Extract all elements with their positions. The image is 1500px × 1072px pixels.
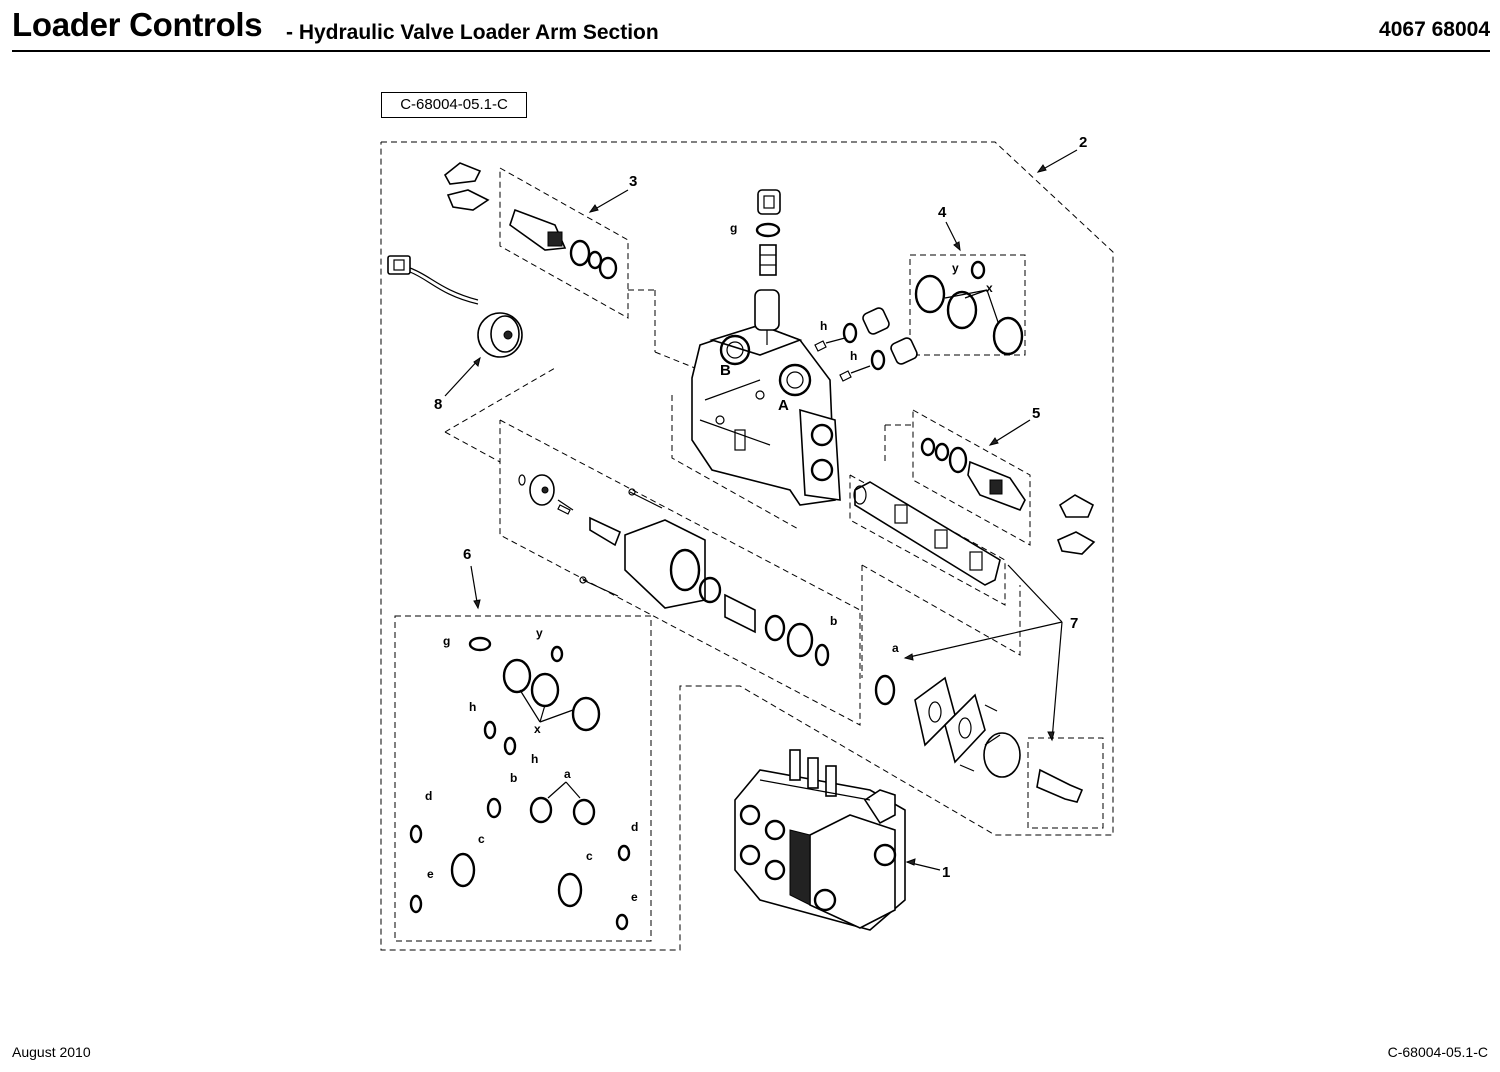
valve-assembly-1 [734,749,906,931]
callout-6: 6 [463,546,471,563]
callout-1: 1 [942,864,950,881]
seal-letter-b-spool: b [830,614,837,628]
callout-8: 8 [434,396,442,413]
kit6-letter-h-2: h [531,752,538,766]
retaining-clip-right [1056,494,1096,555]
kit6-letter-d-1: d [425,789,432,803]
relief-cartridge-3 [509,208,618,280]
callout-2: 2 [1079,134,1087,151]
page-header: Loader Controls - Hydraulic Valve Loader… [12,6,1490,50]
relief-cartridge-5 [920,437,1026,512]
kit6-letter-e-2: e [631,890,638,904]
page-code: 4067 68004 [1379,18,1490,41]
group-5-box [912,409,1031,546]
header-rule [12,50,1490,52]
kit6-letter-x: x [534,722,541,736]
port-label-a: A [778,397,789,414]
kit6-letter-g: g [443,634,450,648]
retaining-clip-top [443,162,490,211]
seal-letter-a-spool: a [892,641,899,655]
kit6-letter-b: b [510,771,517,785]
callout-4: 4 [938,204,947,221]
side-plug-upper [814,307,890,352]
diagram-reference-box: C-68004-05.1-C [381,92,527,118]
kit6-letter-a: a [564,767,571,781]
assembly-boundary [380,141,1114,951]
seal-set-4 [914,260,1024,356]
footer-reference: C-68004-05.1-C [1387,1044,1488,1060]
valve-body-section [691,324,841,506]
group-7b-box [1027,737,1104,829]
page-subtitle: - Hydraulic Valve Loader Arm Section [286,21,659,44]
kit6-letter-c-2: c [586,849,593,863]
end-cap-parts [874,674,1084,803]
footer-date: August 2010 [12,1044,91,1060]
kit6-letter-y: y [536,626,543,640]
kit6-letter-d-2: d [631,820,638,834]
kit6-letter-h-1: h [469,700,476,714]
side-plug-lower [839,337,918,382]
group-7-box [849,474,1006,606]
group-6-box [394,615,652,942]
group-4-box [909,254,1026,356]
page-title: Loader Controls [12,6,263,43]
seal-letter-h-upper: h [820,319,827,333]
callout-5: 5 [1032,405,1040,422]
port-label-b: B [720,362,731,379]
callout-leaders [444,149,1078,871]
kit6-letter-e-1: e [427,867,434,881]
callout-3: 3 [629,173,637,190]
seal-kit-6 [409,636,631,931]
callout-7: 7 [1070,615,1078,632]
seal-letter-x-4: x [986,281,993,295]
seal-letter-g-top: g [730,221,737,235]
spool-end-parts [518,474,830,667]
kit6-letter-c-1: c [478,832,485,846]
group-3-box [499,167,629,319]
solenoid-coil-8 [387,255,523,358]
main-spool-7 [853,481,1001,586]
seal-letter-y-4: y [952,261,959,275]
seal-letter-h-lower: h [850,349,857,363]
top-plug-stack [754,189,781,345]
